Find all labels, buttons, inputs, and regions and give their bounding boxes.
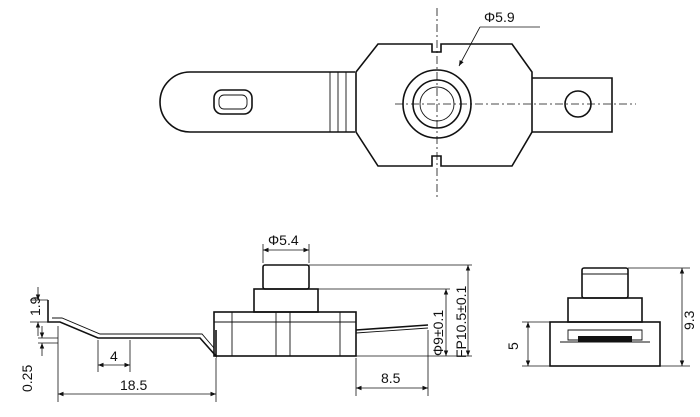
side-contact <box>578 336 632 342</box>
lead-slot-inner <box>218 94 248 110</box>
top-view: Φ5.9 <box>159 8 636 200</box>
side-contact-frame <box>567 329 643 341</box>
lead-length-label: 18.5 <box>120 377 147 393</box>
side-body-height-label: 5 <box>505 342 521 350</box>
side-view: 5 9.3 <box>505 267 697 367</box>
front-lead-inner <box>52 317 215 349</box>
top-lead-right <box>532 77 613 133</box>
lead-thickness-label: 0.25 <box>19 365 35 392</box>
top-body <box>355 43 533 167</box>
body-diameter-label: Φ9±0.1 <box>430 310 446 356</box>
lead-height-label: 1.9 <box>27 296 43 316</box>
top-lead-left <box>159 71 355 133</box>
front-lead <box>47 300 217 359</box>
front-tail <box>355 324 429 331</box>
side-button <box>581 267 629 299</box>
tail-length-label: 8.5 <box>381 370 401 386</box>
front-tail-lower <box>355 327 429 334</box>
button-diameter-label: Φ5.4 <box>268 232 299 248</box>
hole-diameter-label: Φ5.9 <box>484 9 515 25</box>
front-body <box>253 288 319 313</box>
front-view: Φ5.4 Φ9±0.1 FP10.5±0.1 1.9 0.25 4 18.5 <box>19 232 472 402</box>
side-base <box>549 321 661 367</box>
front-button <box>262 264 310 290</box>
side-total-height-label: 9.3 <box>681 310 697 330</box>
side-body <box>567 297 643 323</box>
bend-width-label: 4 <box>110 348 118 364</box>
hole-leader <box>458 26 481 67</box>
front-base <box>213 311 357 357</box>
lead-slot <box>213 89 253 115</box>
stroke-height-label: FP10.5±0.1 <box>453 286 469 358</box>
